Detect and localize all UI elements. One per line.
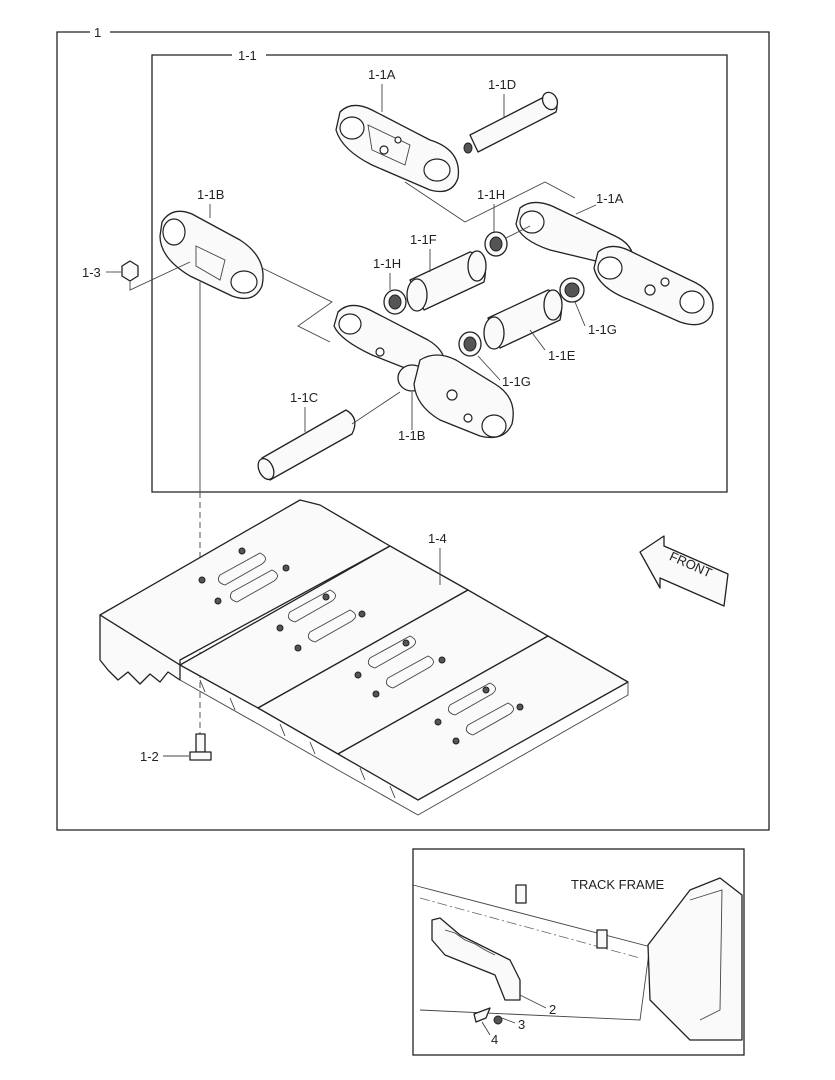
label-bushing-f: 1-1F xyxy=(410,232,437,247)
pin-d xyxy=(463,91,559,154)
track-link-a-right xyxy=(515,201,714,326)
label-link-b-center: 1-1B xyxy=(398,428,425,443)
sub-assembly-frame: 1-1 xyxy=(151,48,728,493)
label-seal-h-upper: 1-1H xyxy=(477,187,505,202)
main-assembly-frame: 1 xyxy=(56,25,770,831)
seal-g-center xyxy=(458,331,482,357)
label-link-a-right: 1-1A xyxy=(596,191,624,206)
pin-c xyxy=(257,391,401,481)
seal-h-upper xyxy=(484,231,508,257)
label-inset-4: 4 xyxy=(491,1032,498,1047)
track-link-b-center xyxy=(333,304,514,439)
label-seal-g-right: 1-1G xyxy=(588,322,617,337)
label-inset-2: 2 xyxy=(549,1002,556,1017)
track-link-a-top xyxy=(335,104,460,193)
label-seal-h-lower: 1-1H xyxy=(373,256,401,271)
seal-g-right xyxy=(559,277,585,303)
label-inset-3: 3 xyxy=(518,1017,525,1032)
bushing-e xyxy=(483,289,563,350)
front-direction-arrow: FRONT xyxy=(639,535,729,607)
bolt xyxy=(189,733,212,761)
label-sub-assembly: 1-1 xyxy=(238,48,257,63)
nut xyxy=(121,260,139,282)
label-nut: 1-3 xyxy=(82,265,101,280)
label-pin-c: 1-1C xyxy=(290,390,318,405)
label-bushing-e: 1-1E xyxy=(548,348,576,363)
label-link-a-top: 1-1A xyxy=(368,67,396,82)
label-shoe: 1-4 xyxy=(428,531,447,546)
label-seal-g-center: 1-1G xyxy=(502,374,531,389)
track-shoes xyxy=(99,499,629,816)
label-pin-d: 1-1D xyxy=(488,77,516,92)
label-bolt: 1-2 xyxy=(140,749,159,764)
track-frame-inset xyxy=(412,848,745,1056)
label-track-frame: TRACK FRAME xyxy=(571,877,665,892)
bushing-f xyxy=(406,250,487,312)
seal-h-lower xyxy=(383,289,407,315)
label-main: 1 xyxy=(94,25,101,40)
label-link-b-left: 1-1B xyxy=(197,187,224,202)
track-link-b-left xyxy=(159,210,264,300)
